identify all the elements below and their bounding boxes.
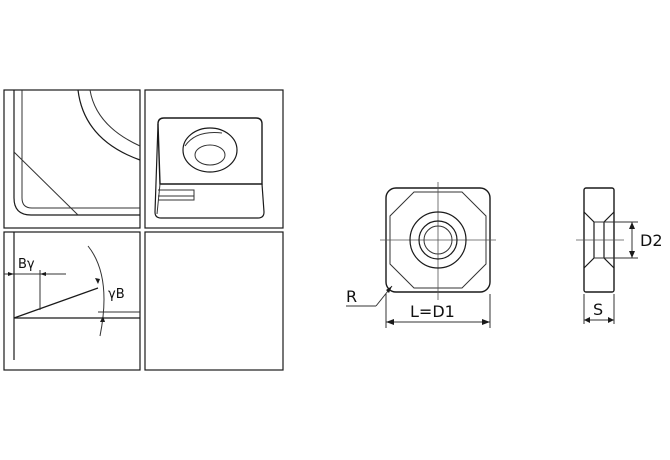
length-label: L=D1 [410,302,455,321]
radius-label: R [346,287,357,306]
d2-arrow-top [629,222,635,229]
bgamma-arrow-right [40,272,46,276]
gammab-arrow-bottom [100,316,105,322]
panel-angle-detail: Bγ γB [3,231,141,371]
d2-arrow-bottom [629,251,635,258]
hole-arc-inner [89,89,141,147]
panel-corner-detail [3,89,141,229]
hole-mid-circle [418,220,458,260]
gammab-label: γB [108,287,125,302]
panel-frame [144,89,284,229]
s-arrow-right [608,317,614,323]
insert-land [389,191,487,289]
panel-frame [3,231,141,371]
insert-outer-edge [13,90,140,216]
panel-isometric-view [144,89,284,229]
insert-side-view: D2 S [576,187,663,324]
side-face [154,123,265,219]
hole-inner-circle [423,225,453,255]
rake-line [13,287,99,319]
gammab-arc [87,245,105,337]
chamfer-strip [158,189,195,201]
radius-arrow [386,286,392,293]
bgamma-label: Bγ [18,257,35,272]
panel-frame [144,231,284,371]
panel-empty [144,231,284,371]
d2-label: D2 [640,231,663,250]
hole-outer [182,127,238,173]
hole-inner [194,144,226,166]
s-arrow-left [584,317,590,323]
length-arrow-left [386,319,394,325]
insert-inner-edge [21,90,140,209]
panel-frame [3,89,141,229]
hole-outer-circle [409,211,467,269]
diagonal-line [13,151,79,216]
length-arrow-right [482,319,490,325]
gammab-arrow-top [95,278,100,284]
s-label: S [593,300,603,319]
hole-bore [184,132,223,147]
bgamma-arrow-left [8,272,14,276]
insert-top-view: R L=D1 [346,182,496,328]
hole-arc-outer [77,89,141,161]
side-edge [156,183,161,215]
